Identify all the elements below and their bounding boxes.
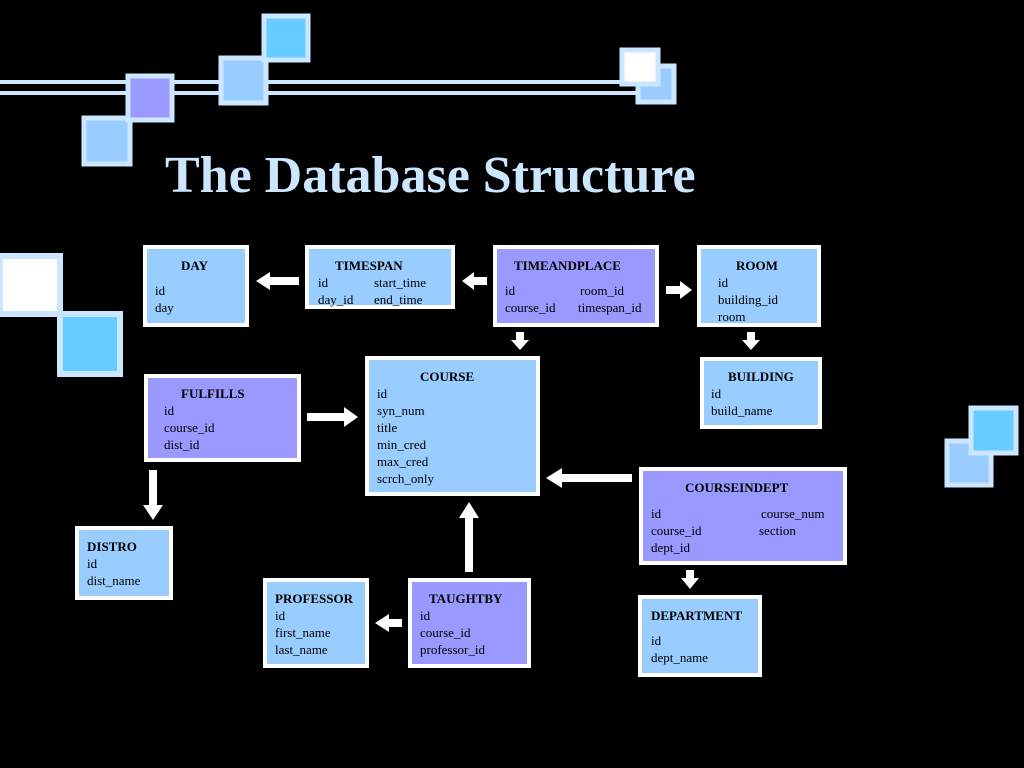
table-name: DISTRO	[87, 539, 137, 554]
field-last-name: last_name	[275, 642, 328, 657]
deco-square	[968, 405, 1019, 456]
table-timespan: TIMESPAN id start_time day_id end_time	[305, 245, 455, 309]
deco-line-bottom	[0, 91, 665, 95]
arrow-timeandplace-to-timespan	[462, 272, 487, 290]
deco-square	[125, 73, 175, 123]
field-building-id: building_id	[718, 292, 778, 307]
field-course-num: course_num	[761, 506, 825, 521]
field-title: title	[377, 420, 398, 435]
table-name: ROOM	[736, 258, 778, 273]
table-day: DAY id day	[143, 245, 249, 327]
arrow-fulfills-to-distro	[143, 470, 163, 520]
field-professor-id: professor_id	[420, 642, 485, 657]
field-id: id	[420, 608, 431, 623]
field-id: id	[505, 283, 516, 298]
field-section: section	[759, 523, 796, 538]
field-dist-id: dist_id	[164, 437, 200, 452]
table-professor: PROFESSOR id first_name last_name	[263, 578, 369, 668]
field-dept-id: dept_id	[651, 540, 690, 555]
field-id: id	[651, 633, 662, 648]
deco-square	[57, 311, 123, 377]
field-room-id: room_id	[580, 283, 625, 298]
field-dept-name: dept_name	[651, 650, 709, 665]
arrow-timeandplace-to-room	[666, 281, 692, 299]
field-id: id	[651, 506, 662, 521]
field-day-id: day_id	[318, 292, 354, 307]
field-id: id	[164, 403, 175, 418]
table-taughtby: TAUGHTBY id course_id professor_id	[408, 578, 531, 668]
table-building: BUILDING id build_name	[700, 357, 822, 429]
field-scrch-only: scrch_only	[377, 471, 435, 486]
arrow-room-to-building	[742, 332, 760, 350]
field-course-id: course_id	[651, 523, 702, 538]
field-id: id	[718, 275, 729, 290]
field-course-id: course_id	[505, 300, 556, 315]
field-id: id	[711, 386, 722, 401]
field-syn-num: syn_num	[377, 403, 425, 418]
table-fulfills: FULFILLS id course_id dist_id	[144, 374, 301, 462]
field-id: id	[87, 556, 98, 571]
field-max-cred: max_cred	[377, 454, 429, 469]
table-room: ROOM id building_id room	[697, 245, 821, 327]
field-id: id	[377, 386, 388, 401]
field-first-name: first_name	[275, 625, 331, 640]
table-department: DEPARTMENT id dept_name	[638, 595, 762, 677]
page-title: The Database Structure	[165, 147, 696, 204]
arrow-timeandplace-to-course	[511, 332, 529, 350]
table-name: DEPARTMENT	[651, 608, 743, 623]
arrow-fulfills-to-course	[307, 407, 358, 427]
field-id: id	[155, 283, 166, 298]
table-name: BUILDING	[728, 369, 794, 384]
arrow-taughtby-to-course	[459, 502, 479, 572]
field-dist-name: dist_name	[87, 573, 141, 588]
table-name: PROFESSOR	[275, 591, 354, 606]
arrow-taughtby-to-professor	[375, 614, 402, 632]
deco-square	[261, 13, 311, 63]
deco-square	[619, 47, 661, 87]
table-course: COURSE id syn_num title min_cred max_cre…	[365, 356, 540, 496]
field-timespan-id: timespan_id	[578, 300, 642, 315]
field-course-id: course_id	[164, 420, 215, 435]
field-min-cred: min_cred	[377, 437, 427, 452]
deco-square	[81, 115, 133, 167]
arrow-courseindept-to-course	[546, 468, 632, 488]
field-start-time: start_time	[374, 275, 426, 290]
arrow-timespan-to-day	[256, 272, 299, 290]
table-name: TAUGHTBY	[429, 591, 503, 606]
field-course-id: course_id	[420, 625, 471, 640]
deco-line-top	[0, 80, 665, 84]
arrow-courseindept-to-department	[681, 570, 699, 589]
table-name: FULFILLS	[181, 386, 245, 401]
table-name: COURSEINDEPT	[685, 480, 789, 495]
table-distro: DISTRO id dist_name	[75, 526, 173, 600]
field-id: id	[318, 275, 329, 290]
table-name: TIMEANDPLACE	[514, 258, 621, 273]
table-name: TIMESPAN	[335, 258, 403, 273]
field-build-name: build_name	[711, 403, 773, 418]
field-id: id	[275, 608, 286, 623]
deco-square	[0, 253, 63, 317]
table-courseindept: COURSEINDEPT id course_num course_id sec…	[639, 467, 847, 565]
field-end-time: end_time	[374, 292, 423, 307]
table-timeandplace: TIMEANDPLACE id room_id course_id timesp…	[493, 245, 659, 327]
field-room: room	[718, 309, 746, 324]
deco-square	[218, 55, 269, 106]
table-name: COURSE	[420, 369, 475, 384]
table-name: DAY	[181, 258, 208, 273]
field-day: day	[155, 300, 174, 315]
